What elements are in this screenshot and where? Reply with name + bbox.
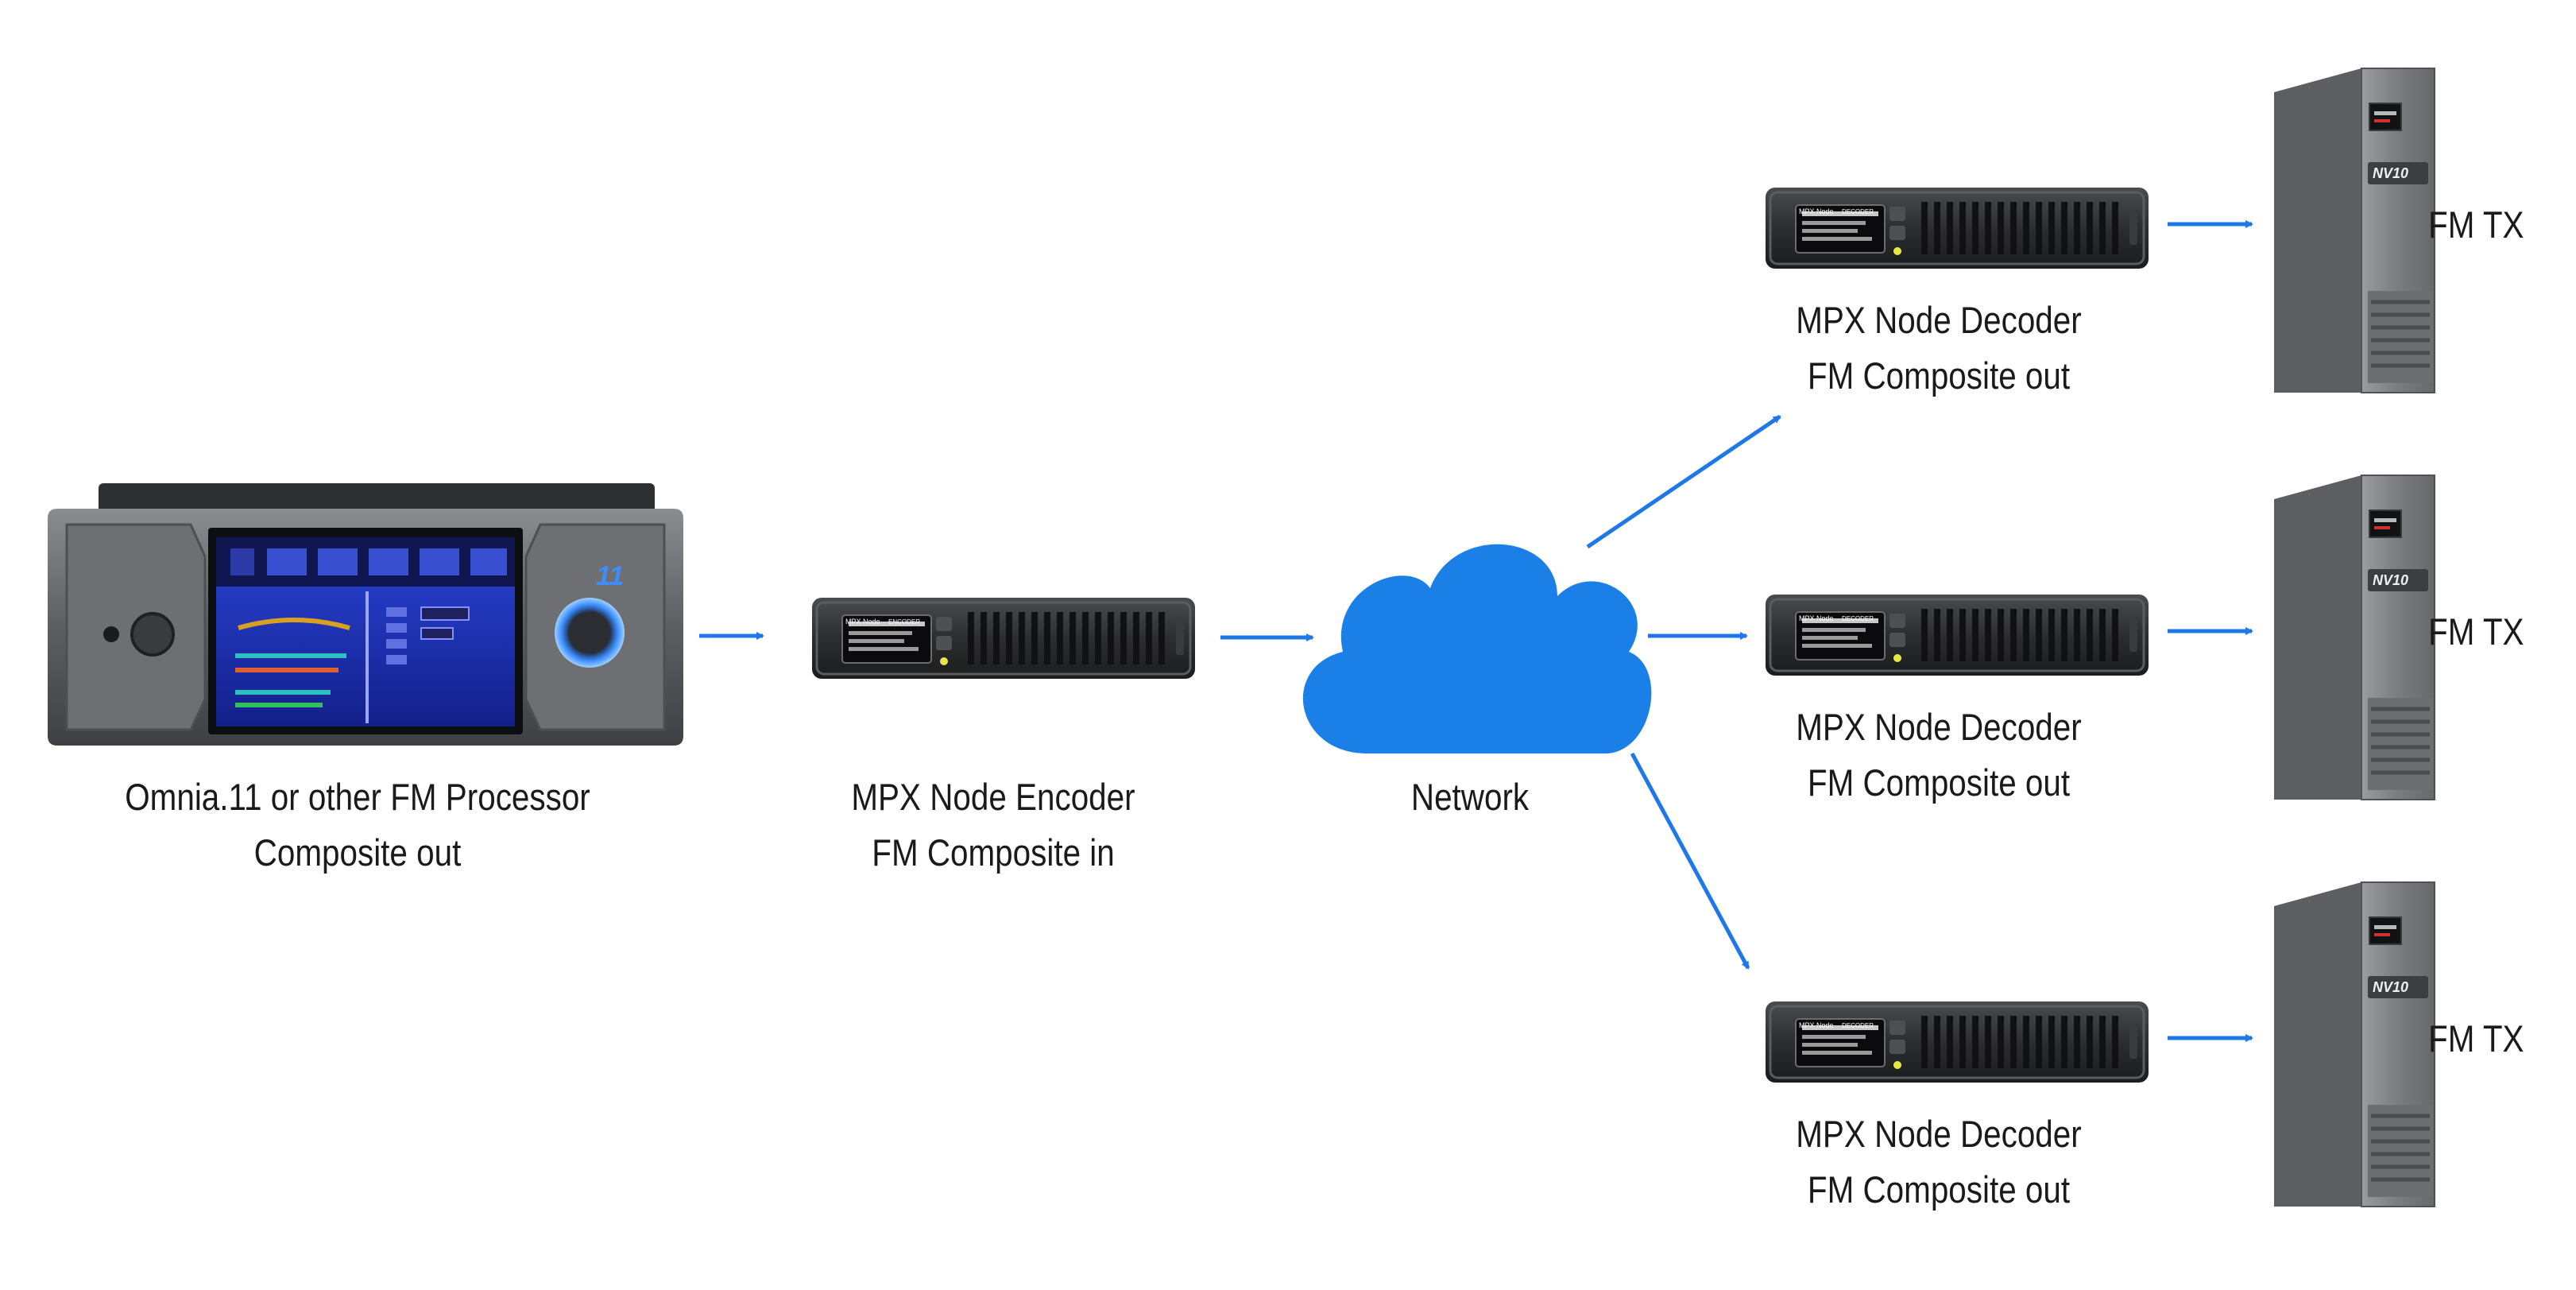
decoder-2-label: MPX Node Decoder FM Composite out [1734, 699, 2144, 811]
fm-processor-device: 11 [48, 483, 683, 746]
encoder-label: MPX Node Encoder FM Composite in [788, 769, 1198, 881]
decoder-3-panel-mode: DECODER [1842, 1022, 1874, 1029]
mpx-node-decoder-device-1: MPX Node DECODER [1764, 186, 2150, 270]
mpx-node-encoder-device: MPX Node ENCODER [810, 596, 1197, 680]
tx-1-label: FM TX [2428, 203, 2524, 246]
encoder-panel-title: MPX Node [845, 618, 880, 626]
processor-badge: 11 [596, 561, 624, 591]
encoder-panel-mode: ENCODER [888, 618, 920, 626]
decoder-3-label: MPX Node Decoder FM Composite out [1734, 1106, 2144, 1218]
decoder-1-label-line2: FM Composite out [1807, 354, 2071, 397]
network-cloud-icon [1302, 544, 1652, 753]
decoder-2-panel-title: MPX Node [1799, 614, 1834, 622]
decoder-1-label-line1: MPX Node Decoder [1796, 299, 2082, 341]
processor-label: Omnia.11 or other FM Processor Composite… [118, 769, 597, 881]
decoder-3-panel-title: MPX Node [1799, 1021, 1834, 1029]
tx-2-label: FM TX [2428, 610, 2524, 653]
processor-label-line2: Composite out [253, 831, 462, 874]
decoder-2-label-line2: FM Composite out [1807, 761, 2071, 804]
fm-transmitter-cabinet-3: NV10 [2274, 882, 2435, 1207]
encoder-label-line2: FM Composite in [872, 831, 1115, 874]
decoder-3-label-line2: FM Composite out [1807, 1168, 2071, 1211]
tx-1-badge: NV10 [2373, 165, 2408, 181]
decoder-2-label-line1: MPX Node Decoder [1796, 706, 2082, 748]
decoder-1-panel-mode: DECODER [1842, 208, 1874, 215]
tx-3-label: FM TX [2428, 1017, 2524, 1060]
decoder-2-panel-mode: DECODER [1842, 615, 1874, 622]
network-label-text: Network [1410, 776, 1530, 818]
decoder-1-panel-title: MPX Node [1799, 207, 1834, 215]
network-label: Network [1354, 769, 1586, 825]
tx-3-badge: NV10 [2373, 979, 2408, 995]
arrow-network-to-decoder-1 [1586, 414, 1781, 549]
encoder-label-line1: MPX Node Encoder [851, 776, 1135, 818]
tx-2-badge: NV10 [2373, 572, 2408, 588]
processor-label-line1: Omnia.11 or other FM Processor [125, 776, 590, 818]
fm-transmitter-cabinet-1: NV10 [2274, 68, 2435, 393]
decoder-1-label: MPX Node Decoder FM Composite out [1734, 292, 2144, 404]
decoder-3-label-line1: MPX Node Decoder [1796, 1113, 2082, 1155]
mpx-node-decoder-device-2: MPX Node DECODER [1764, 593, 2150, 677]
mpx-node-decoder-device-3: MPX Node DECODER [1764, 1000, 2150, 1084]
arrow-network-to-decoder-3 [1630, 752, 1750, 970]
fm-transmitter-cabinet-2: NV10 [2274, 475, 2435, 800]
